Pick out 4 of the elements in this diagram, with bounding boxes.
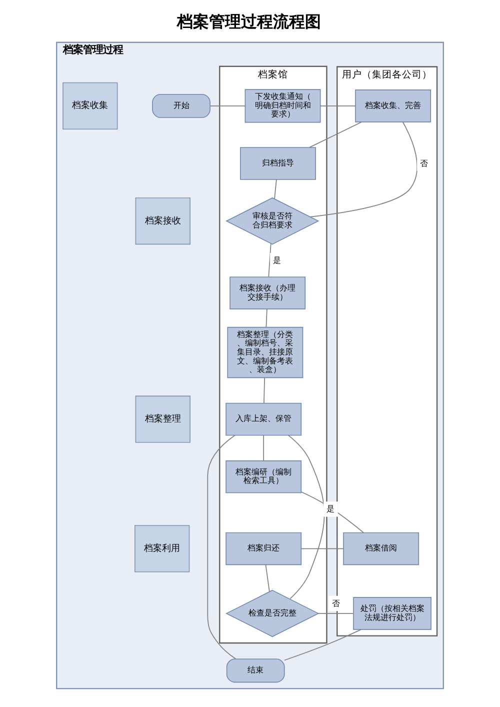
edge-label: 否 bbox=[420, 158, 428, 168]
diagram-title: 档案管理过程流程图 bbox=[176, 12, 321, 32]
edge-label: 是 bbox=[273, 256, 282, 265]
edge-label: 是 bbox=[326, 504, 335, 514]
